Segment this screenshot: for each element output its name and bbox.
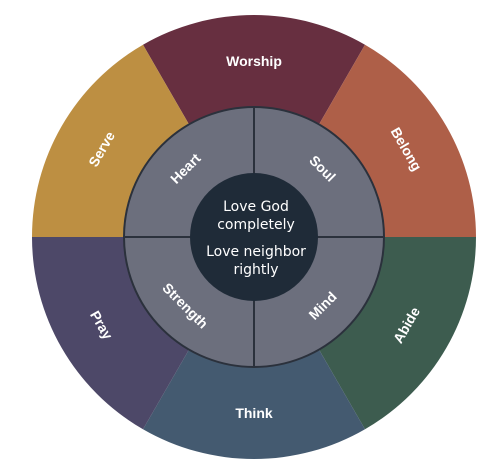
outer-label-worship: Worship [226,53,282,69]
core-line-2: completely [217,217,295,233]
outer-segment-serve [32,44,191,238]
core-circle [190,173,318,301]
outer-label-think: Think [235,405,273,421]
core-line-1: Love God [223,199,289,215]
core-line-3: Love neighbor [206,244,306,260]
core-circle-group: Love God completely Love neighbor rightl… [190,173,318,301]
outer-segment-think [143,346,365,459]
outer-segment-abide [317,237,476,430]
outer-segment-pray [32,237,191,430]
core-line-4: rightly [233,262,278,278]
outer-segment-worship [143,14,365,128]
outer-segment-belong [317,44,476,238]
